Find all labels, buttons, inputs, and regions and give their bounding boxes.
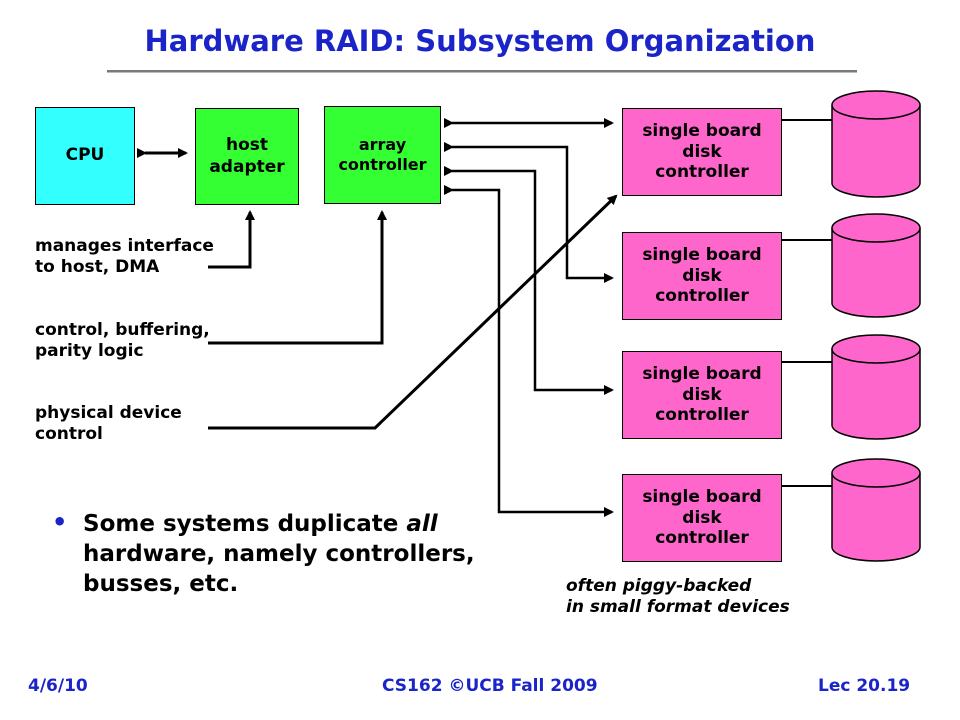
cpu-box: CPU bbox=[35, 107, 135, 205]
page-title: Hardware RAID: Subsystem Organization bbox=[144, 24, 816, 58]
disk-controller-box-2: single board disk controller bbox=[622, 232, 782, 320]
array-disk4-link bbox=[444, 185, 614, 517]
host-adapter-box: host adapter bbox=[195, 108, 299, 205]
footer-date: 4/6/10 bbox=[28, 676, 88, 696]
disk-controller-box-1: single board disk controller bbox=[622, 108, 782, 196]
piggyback-note: often piggy-backed in small format devic… bbox=[566, 576, 790, 618]
bullet-text-end: hardware, namely controllers, busses, et… bbox=[83, 540, 475, 597]
host-label-pointer bbox=[208, 210, 255, 269]
bullet-marker: • bbox=[52, 508, 68, 536]
array-disk3-link bbox=[444, 166, 614, 395]
footer-lecture: Lec 20.19 bbox=[818, 676, 911, 696]
disk-controller-box-4: single board disk controller bbox=[622, 474, 782, 562]
array-controller-box: array controller bbox=[324, 106, 441, 204]
array-disk2-link bbox=[444, 142, 614, 283]
disk-controller-role-label: physical device control bbox=[35, 403, 182, 445]
title-divider bbox=[107, 70, 857, 73]
disk-4 bbox=[831, 458, 921, 562]
disk-label-pointer bbox=[208, 194, 618, 430]
disk-controller-box-3: single board disk controller bbox=[622, 351, 782, 439]
footer-course: CS162 ©UCB Fall 2009 bbox=[382, 676, 598, 696]
host-adapter-role-label: manages interface to host, DMA bbox=[35, 236, 214, 278]
disk-2 bbox=[831, 213, 921, 318]
bullet-text: Some systems duplicate all hardware, nam… bbox=[83, 510, 503, 600]
array-controller-role-label: control, buffering, parity logic bbox=[35, 320, 210, 362]
array-label-pointer bbox=[208, 210, 387, 345]
bullet-emphasis: all bbox=[406, 511, 438, 537]
disk-3 bbox=[831, 334, 921, 440]
disk-1 bbox=[831, 90, 921, 198]
bullet-text-start: Some systems duplicate bbox=[83, 511, 407, 537]
